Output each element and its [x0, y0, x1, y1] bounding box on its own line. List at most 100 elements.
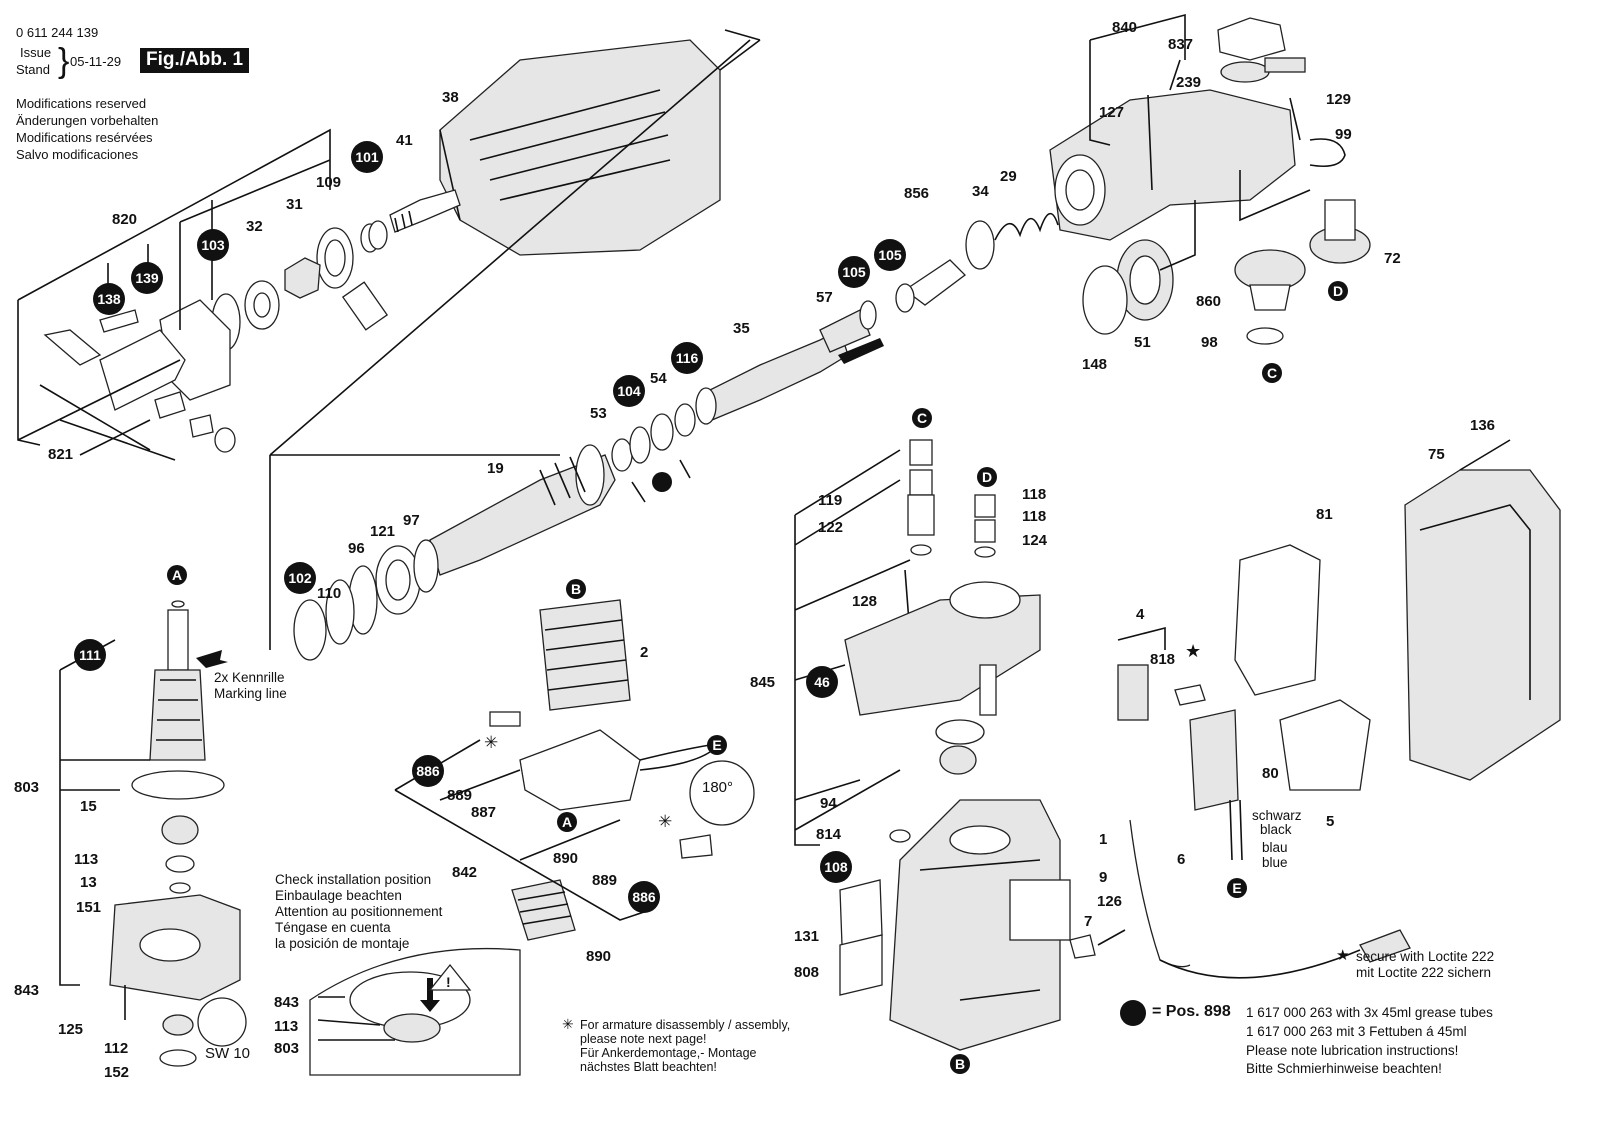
- part-label-9: 9: [1099, 869, 1107, 886]
- part-label-125: 125: [58, 1021, 83, 1038]
- wrench-size: SW 10: [205, 1045, 251, 1062]
- part-label-890b: 890: [586, 948, 611, 965]
- grease-position: = Pos. 898: [1152, 1003, 1231, 1020]
- check-install-fr: Attention au positionnement: [275, 904, 443, 919]
- grease-marker-105a: 105: [838, 256, 870, 288]
- svg-text:138: 138: [97, 291, 121, 307]
- piston-57: [819, 309, 884, 364]
- svg-text:101: 101: [355, 149, 379, 165]
- ring-102: [293, 599, 327, 661]
- svg-text:C: C: [1267, 365, 1277, 381]
- modifications-es: Salvo modificaciones: [16, 147, 139, 162]
- svg-text:108: 108: [824, 859, 848, 875]
- part-label-13: 13: [80, 874, 97, 891]
- install-detail: !: [309, 947, 521, 1076]
- gear-housing-38: [439, 29, 761, 256]
- part-label-19: 19: [487, 460, 504, 477]
- armature-15: [131, 609, 225, 800]
- handle-half-81: [1234, 544, 1371, 791]
- ring-54: [650, 413, 674, 451]
- part-label-32: 32: [246, 218, 263, 235]
- tool-31: [284, 257, 389, 331]
- ring-110: [325, 579, 355, 645]
- svg-text:105: 105: [842, 264, 866, 280]
- o-rings-101: [360, 220, 388, 253]
- bearing-13: [165, 855, 195, 873]
- washer-98: [1246, 327, 1284, 345]
- ring-116: [674, 403, 696, 437]
- bearing-814: [939, 745, 977, 775]
- screw-136: [1459, 439, 1511, 471]
- bushing-122: [907, 494, 935, 536]
- part-label-122: 122: [818, 519, 843, 536]
- armature-asterisk-icon: ✳: [484, 733, 499, 752]
- switch-4: [1117, 664, 1149, 721]
- pin-846: [979, 664, 997, 716]
- check-install-de: Einbaulage beachten: [275, 888, 402, 903]
- ring-108: [889, 829, 911, 843]
- reference-letter-E2: E: [1227, 878, 1247, 898]
- part-label-51: 51: [1134, 334, 1151, 351]
- svg-text:!: !: [446, 974, 451, 990]
- svg-text:104: 104: [617, 383, 641, 399]
- svg-text:C: C: [917, 410, 927, 426]
- part-label-118a: 118: [1022, 486, 1046, 503]
- part-label-840: 840: [1112, 19, 1137, 36]
- part-label-5: 5: [1326, 813, 1334, 830]
- svg-text:116: 116: [676, 350, 699, 366]
- gear-72: [1309, 199, 1371, 264]
- part-label-2: 2: [640, 644, 648, 661]
- part-label-842: 842: [452, 864, 477, 881]
- part-label-31: 31: [286, 196, 303, 213]
- part-label-75: 75: [1428, 446, 1445, 463]
- ball-54: [652, 472, 672, 492]
- motor-housing-1: [889, 799, 1061, 1051]
- modifications-en: Modifications reserved: [16, 96, 147, 111]
- svg-text:139: 139: [135, 270, 159, 286]
- ring-97: [413, 539, 439, 593]
- piston-41: [389, 189, 461, 233]
- grease-marker-138: 138: [93, 283, 125, 315]
- plate-808: [839, 934, 883, 996]
- modifications-fr: Modifications resérvées: [16, 130, 153, 145]
- part-label-113b: 113: [274, 1018, 298, 1035]
- part-label-128: 128: [852, 593, 877, 610]
- grease-marker-886b: 886: [628, 881, 660, 913]
- reference-letter-D1: D: [977, 467, 997, 487]
- pins-54: [631, 459, 691, 503]
- part-label-151: 151: [76, 899, 101, 916]
- spring-ring-99: [1309, 138, 1346, 168]
- part-label-109: 109: [316, 174, 341, 191]
- part-label-843a: 843: [14, 982, 39, 999]
- svg-text:111: 111: [79, 647, 101, 663]
- grease-marker-103: 103: [197, 229, 229, 261]
- gear-860: [1234, 249, 1306, 311]
- part-label-136: 136: [1470, 417, 1495, 434]
- svg-text:102: 102: [288, 570, 312, 586]
- ring-151: [169, 882, 191, 894]
- armature-note-asterisk-icon: ✳: [562, 1016, 574, 1032]
- part-label-57: 57: [816, 289, 833, 306]
- bearing-32: [244, 280, 280, 330]
- part-889: [679, 834, 713, 859]
- part-label-38: 38: [442, 89, 459, 106]
- grease-marker-102: 102: [284, 562, 316, 594]
- part-label-81: 81: [1316, 506, 1333, 523]
- part-label-29: 29: [1000, 168, 1017, 185]
- reference-letter-C1: C: [912, 408, 932, 428]
- part-label-126: 126: [1097, 893, 1122, 910]
- ring-34: [965, 220, 995, 270]
- svg-text:D: D: [1333, 283, 1343, 299]
- grease-marker-104: 104: [613, 375, 645, 407]
- part-label-843b: 843: [274, 994, 299, 1011]
- part-label-803b: 803: [274, 1040, 299, 1057]
- reference-letter-E1: E: [707, 735, 727, 755]
- part-label-72: 72: [1384, 250, 1401, 267]
- part-label-821: 821: [48, 446, 73, 463]
- part-label-35: 35: [733, 320, 750, 337]
- part-label-129: 129: [1326, 91, 1351, 108]
- marking-arrow: [196, 650, 228, 668]
- part-label-94: 94: [820, 795, 837, 812]
- part-label-1: 1: [1099, 831, 1107, 848]
